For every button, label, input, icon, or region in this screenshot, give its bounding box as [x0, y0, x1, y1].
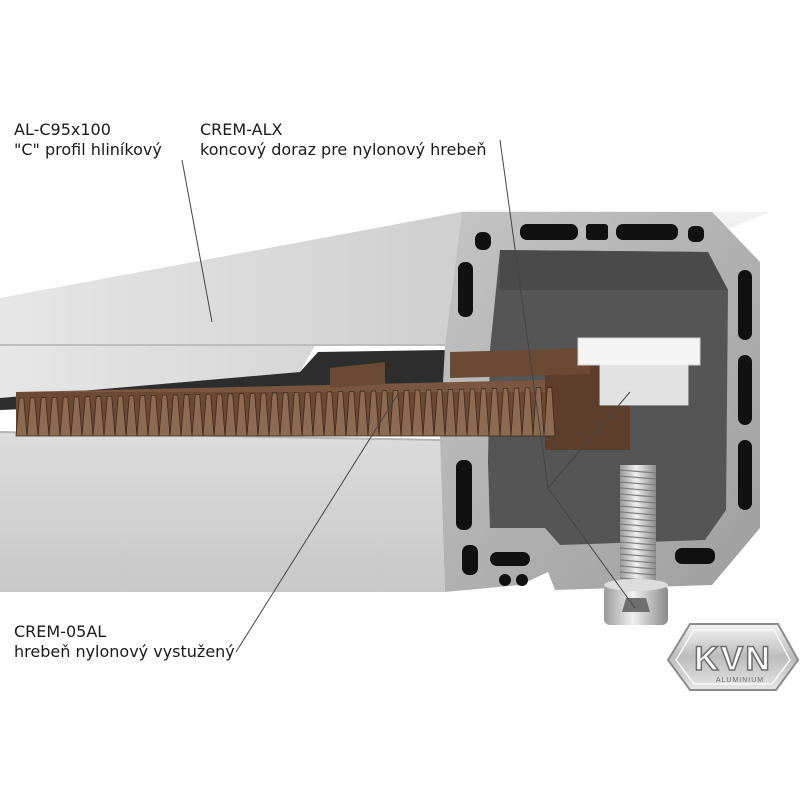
- bolt-thread-line: [619, 493, 657, 498]
- bolt-thread-line: [619, 505, 657, 510]
- bolt-thread-line: [619, 565, 657, 570]
- bolt: [604, 465, 668, 625]
- bolt-thread-line: [619, 571, 657, 576]
- bolt-thread-line: [619, 547, 657, 552]
- end-face-channels: [456, 224, 752, 586]
- rack-spine: [330, 362, 385, 388]
- kvn-logo: KVN ALUMINIUM: [666, 623, 800, 691]
- callout-profile-description: "C" profil hliníkový: [14, 140, 162, 159]
- end-stop: [577, 337, 701, 406]
- bolt-thread-line: [619, 523, 657, 528]
- bolt-thread-line: [619, 553, 657, 558]
- bolt-thread-line: [619, 559, 657, 564]
- leader-line-end-stop-2: [547, 487, 636, 609]
- leader-line-end-stop: [499, 139, 549, 489]
- callout-rack-code: CREM-05AL: [14, 622, 107, 641]
- bolt-thread-line: [619, 529, 657, 534]
- profile-side-face-lower: [0, 432, 445, 592]
- bolt-thread-line: [619, 511, 657, 516]
- bolt-thread-line: [619, 535, 657, 540]
- bolt-thread-line: [619, 475, 657, 480]
- bolt-thread-line: [619, 469, 657, 474]
- leader-line-profile: [181, 159, 213, 323]
- callout-end-stop: CREM-ALX koncový doraz pre nylonový hreb…: [200, 120, 487, 160]
- callout-profile-code: AL-C95x100: [14, 120, 111, 139]
- logo-subtext: ALUMINIUM: [716, 677, 764, 684]
- bolt-thread-line: [619, 541, 657, 546]
- callout-end-stop-code: CREM-ALX: [200, 120, 283, 139]
- bolt-thread-line: [619, 517, 657, 522]
- leader-lines: [181, 139, 636, 653]
- bolt-thread: [620, 465, 656, 590]
- bolt-thread-line: [619, 499, 657, 504]
- leader-line-rack: [235, 393, 399, 653]
- bolt-thread-line: [619, 487, 657, 492]
- callout-profile: AL-C95x100 "C" profil hliníkový: [14, 120, 162, 160]
- callout-end-stop-description: koncový doraz pre nylonový hrebeň: [200, 140, 487, 159]
- leader-line-end-stop-3: [547, 391, 631, 489]
- bolt-thread-line: [619, 481, 657, 486]
- callout-rack: CREM-05AL hrebeň nylonový vystužený: [14, 622, 235, 662]
- profile-side-face-upper: [0, 212, 462, 398]
- logo-text: KVN: [694, 640, 772, 678]
- callout-rack-description: hrebeň nylonový vystužený: [14, 642, 235, 661]
- rack-teeth: [15, 387, 556, 437]
